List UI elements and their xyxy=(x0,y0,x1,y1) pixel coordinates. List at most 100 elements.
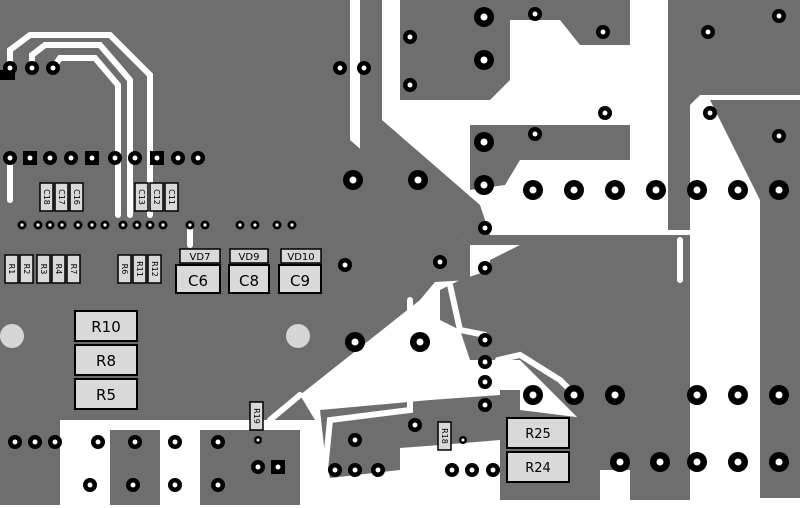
pad-hole xyxy=(775,458,783,466)
pad-hole xyxy=(290,223,294,227)
pad-hole xyxy=(238,223,242,227)
pad-hole xyxy=(352,437,358,443)
pad-hole xyxy=(112,155,118,161)
trace xyxy=(50,55,121,218)
copper-pour-bottom-left xyxy=(0,420,60,505)
pad-hole xyxy=(148,223,152,227)
smd-component: R19 xyxy=(249,401,264,431)
r24-body xyxy=(506,451,570,483)
smd-label: R18 xyxy=(440,428,449,444)
smd-label: C13 xyxy=(137,189,146,205)
pad-hole xyxy=(407,34,413,40)
pad-hole xyxy=(705,29,711,35)
pad-hole xyxy=(482,337,488,343)
pad-hole xyxy=(275,223,279,227)
smd-component: C17 xyxy=(54,182,69,212)
pad-layer xyxy=(0,7,789,492)
smd-label: C18 xyxy=(42,189,51,205)
pad-hole xyxy=(48,223,52,227)
pad-hole xyxy=(616,458,624,466)
smd-body xyxy=(149,182,164,212)
pad-hole xyxy=(103,223,107,227)
pad-hole xyxy=(412,422,418,428)
r5-body xyxy=(74,378,138,410)
c8-body xyxy=(228,264,270,294)
vd9-body xyxy=(229,248,269,264)
smd-body xyxy=(69,182,84,212)
pad-hole xyxy=(469,467,475,473)
label-layer: R10 R8 R5 C6 C8 C9 R25 R24 VD7 VD9 VD10 xyxy=(74,248,570,483)
trace xyxy=(322,297,413,473)
r25-body xyxy=(506,417,570,449)
smd-body xyxy=(51,254,66,284)
smd-body xyxy=(117,254,132,284)
pad-hole xyxy=(7,65,13,71)
copper-pour-bottom-mid2 xyxy=(200,430,300,505)
smd-body xyxy=(132,254,147,284)
smd-body xyxy=(39,182,54,212)
smd-component: R11 xyxy=(132,254,147,284)
pad-hole xyxy=(130,482,136,488)
pad-hole xyxy=(90,223,94,227)
pad-hole xyxy=(611,391,619,399)
pad-hole xyxy=(47,155,53,161)
mounting-hole xyxy=(286,324,310,348)
pad-hole xyxy=(482,379,488,385)
pad-hole xyxy=(482,402,488,408)
pad-hole xyxy=(7,155,13,161)
pad-hole xyxy=(215,482,221,488)
pad-hole xyxy=(532,131,538,137)
c9-label: C9 xyxy=(290,272,310,290)
pad-hole xyxy=(570,186,578,194)
smd-label: R3 xyxy=(39,264,48,275)
r10-label: R10 xyxy=(91,318,121,336)
trace-layer xyxy=(7,32,738,473)
smd-component: C18 xyxy=(39,182,54,212)
copper-pour-mid-center xyxy=(470,125,630,190)
pad-hole xyxy=(437,259,443,265)
vd10-label: VD10 xyxy=(287,252,314,263)
smd-component: R3 xyxy=(36,254,51,284)
smd-component: R18 xyxy=(437,421,452,451)
smd-label: R11 xyxy=(135,261,144,277)
smd-body xyxy=(4,254,19,284)
pad-hole xyxy=(490,467,496,473)
pad-hole xyxy=(256,438,260,442)
pad-hole xyxy=(132,155,138,161)
smd-label: R2 xyxy=(22,264,31,275)
pad-hole xyxy=(482,359,488,365)
smd-label: C17 xyxy=(57,189,66,205)
pad-hole xyxy=(734,186,742,194)
smd-body xyxy=(164,182,179,212)
pad-hole xyxy=(529,186,537,194)
vd10-body xyxy=(280,248,322,264)
pad-hole xyxy=(12,439,18,445)
pad-hole xyxy=(361,65,367,71)
smd-component: C12 xyxy=(149,182,164,212)
pad-hole xyxy=(480,138,488,146)
pad-hole xyxy=(656,458,664,466)
pad-hole xyxy=(161,223,165,227)
pad-hole xyxy=(255,464,261,470)
c9-body xyxy=(278,264,322,294)
pad-hole xyxy=(775,391,783,399)
pad-hole xyxy=(352,467,358,473)
copper-pour-top-center xyxy=(400,0,630,100)
pad-hole xyxy=(416,338,424,346)
pad-hole xyxy=(89,155,95,161)
pad-hole xyxy=(20,223,24,227)
smd-label: R1 xyxy=(7,264,16,275)
smd-label: C12 xyxy=(152,189,161,205)
pad-hole xyxy=(29,65,35,71)
pad-hole xyxy=(27,155,33,161)
smd-label: R4 xyxy=(54,264,63,275)
pad-hole xyxy=(253,223,257,227)
smd-label: R19 xyxy=(252,408,261,424)
r24-label: R24 xyxy=(525,461,551,476)
smd-component: R7 xyxy=(66,254,81,284)
smd-label: R6 xyxy=(120,264,129,275)
pad-hole xyxy=(529,391,537,399)
pad-hole xyxy=(135,223,139,227)
